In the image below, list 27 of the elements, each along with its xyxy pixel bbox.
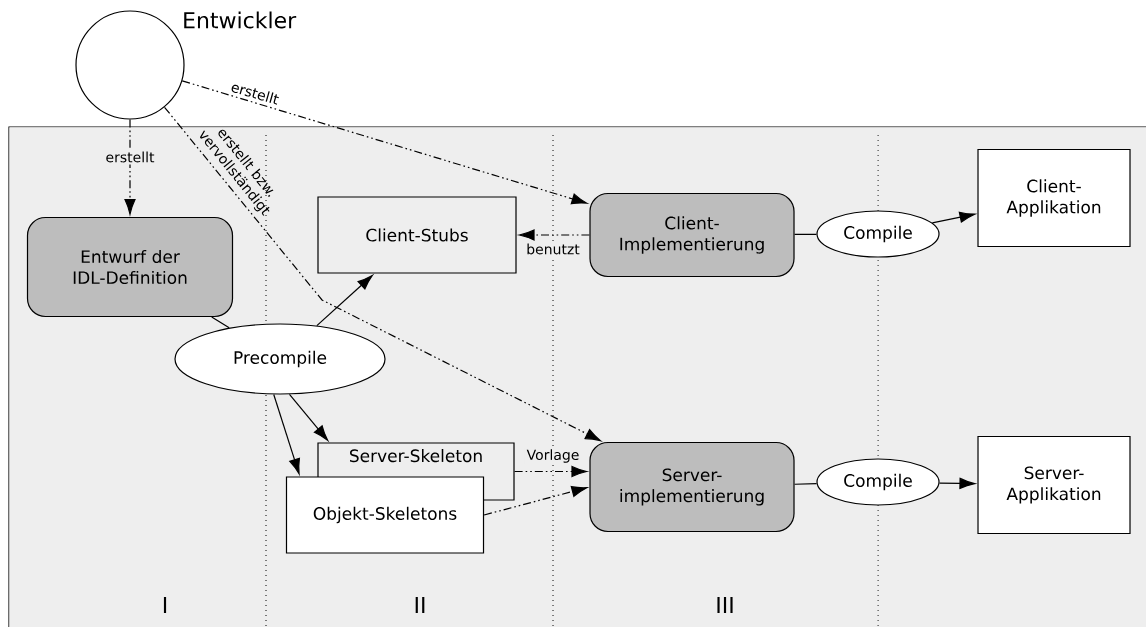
arrow [316,274,373,327]
arrow [483,486,588,516]
connector-line [794,483,818,485]
arrow [273,393,300,475]
arrow [288,393,329,441]
arrow [181,80,588,205]
column-number: III [717,597,733,614]
arrow [931,211,976,224]
connector-line [794,233,817,236]
column-number: II [415,597,425,614]
process-box: Client-Implementierung [589,192,795,278]
skeleton-box: Objekt-Skeletons [285,476,485,554]
stub-box: Client-Stubs [317,196,517,274]
arrow [938,477,976,490]
connector-line [211,316,230,329]
result-box: Client-Applikation [977,148,1131,248]
process-box: Server-implementierung [589,441,795,533]
arrow [518,229,590,241]
process-box: Entwurf der IDL-Definition [26,216,234,318]
column-number: I [163,597,167,614]
arrow [124,119,136,215]
edge-label: Vorlage [524,447,582,465]
result-box: Server-Applikation [977,435,1131,535]
arrow [163,106,601,442]
arrow [514,465,588,478]
edge-label: erstellt [231,84,279,105]
node-label: Entwickler [184,11,297,29]
